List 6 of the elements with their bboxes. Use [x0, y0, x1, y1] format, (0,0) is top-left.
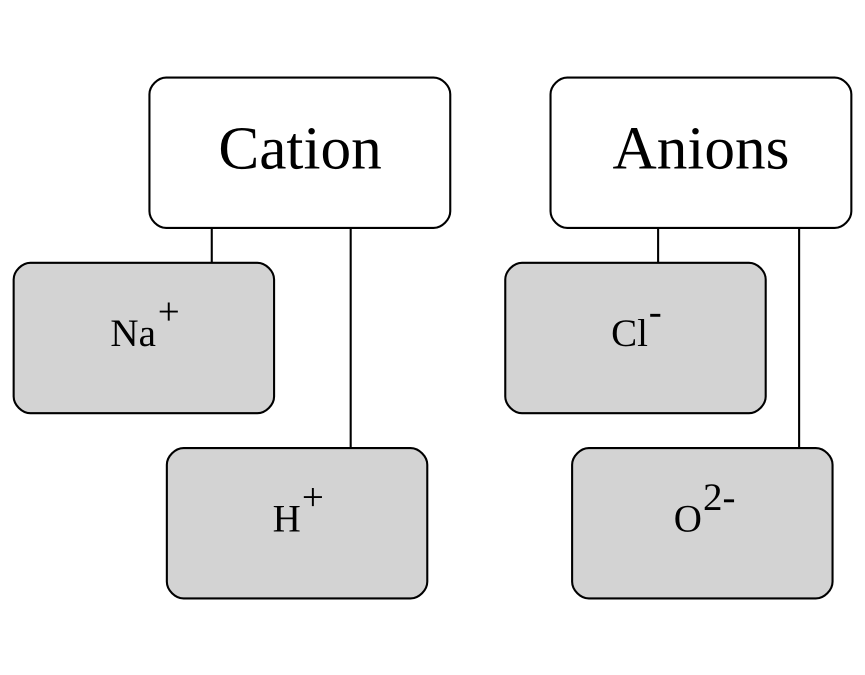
connector — [350, 228, 352, 448]
connector — [210, 228, 213, 262]
node-box: Cation — [148, 76, 452, 229]
connector — [657, 228, 660, 262]
node-box: Anions — [549, 76, 852, 229]
connector — [798, 228, 800, 448]
